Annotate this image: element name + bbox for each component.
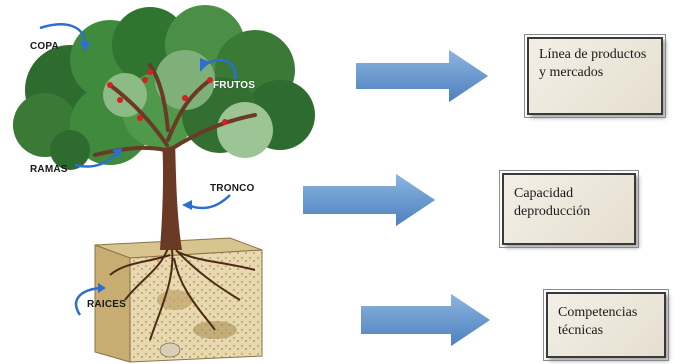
- box-competencias-tecnicas-text: Competencias técnicas: [558, 305, 638, 338]
- label-frutos: FRUTOS: [213, 80, 256, 91]
- pointer-arrows: [39, 23, 237, 316]
- flow-arrow-1: [354, 46, 492, 106]
- tronco-pointer-arrow: [187, 194, 231, 210]
- fruits: [107, 69, 228, 125]
- trunk: [160, 140, 182, 250]
- box-linea-productos-text: Línea de productos y mercados: [539, 47, 647, 80]
- label-copa: COPA: [30, 41, 59, 52]
- box-competencias-tecnicas: Competencias técnicas: [543, 289, 669, 361]
- label-raices: RAICES: [87, 299, 126, 310]
- label-tronco: TRONCO: [210, 183, 255, 194]
- copa-pointer-arrow: [39, 23, 87, 46]
- ramas-pointer-arrow: [74, 151, 119, 168]
- label-ramas: RAMAS: [30, 164, 68, 175]
- box-capacidad-produccion-text: Capacidad deproducción: [514, 186, 591, 219]
- branches: [93, 63, 257, 157]
- roots: [109, 247, 256, 341]
- box-capacidad-produccion: Capacidad deproducción: [499, 170, 639, 248]
- raices-pointer-arrow: [74, 286, 101, 316]
- flow-arrow-3: [359, 290, 494, 350]
- box-linea-productos: Línea de productos y mercados: [524, 34, 666, 118]
- canopy: [13, 5, 315, 170]
- flow-arrow-2: [301, 170, 439, 230]
